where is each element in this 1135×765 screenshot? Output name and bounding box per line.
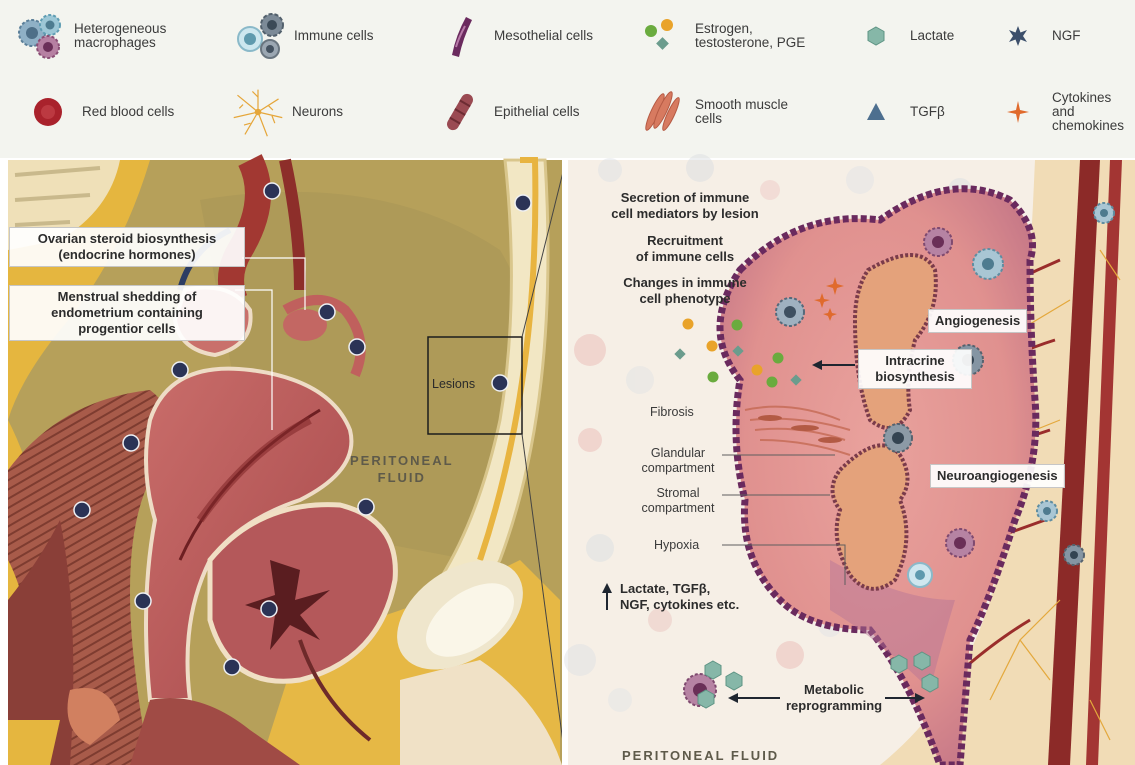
- stromal-label: Stromal compartment: [636, 486, 720, 516]
- metabolic-label: Metabolic reprogramming: [786, 682, 882, 714]
- factors-label: Lactate, TGFβ, NGF, cytokines etc.: [620, 581, 739, 613]
- intracrine-label: Intracrine biosynthesis: [858, 349, 972, 389]
- peritoneal-fluid-label-right: PERITONEAL FLUID: [622, 748, 779, 763]
- angiogenesis-label: Angiogenesis: [928, 309, 1027, 333]
- recruitment-label: Recruitment of immune cells: [615, 233, 755, 265]
- secretion-label: Secretion of immune cell mediators by le…: [590, 190, 780, 222]
- glandular-label: Glandular compartment: [636, 446, 720, 476]
- hypoxia-label: Hypoxia: [654, 538, 699, 553]
- peritoneal-fluid-label-left: PERITONEAL FLUID: [350, 452, 454, 486]
- lesions-label: Lesions: [432, 377, 475, 391]
- fibrosis-label: Fibrosis: [650, 405, 694, 420]
- neuroangiogenesis-label: Neuroangiogenesis: [930, 464, 1065, 488]
- phenotype-label: Changes in immune cell phenotype: [595, 275, 775, 307]
- ovarian-steroid-label: Ovarian steroid biosynthesis (endocrine …: [9, 227, 245, 267]
- menstrual-shedding-label: Menstrual shedding of endometrium contai…: [9, 285, 245, 341]
